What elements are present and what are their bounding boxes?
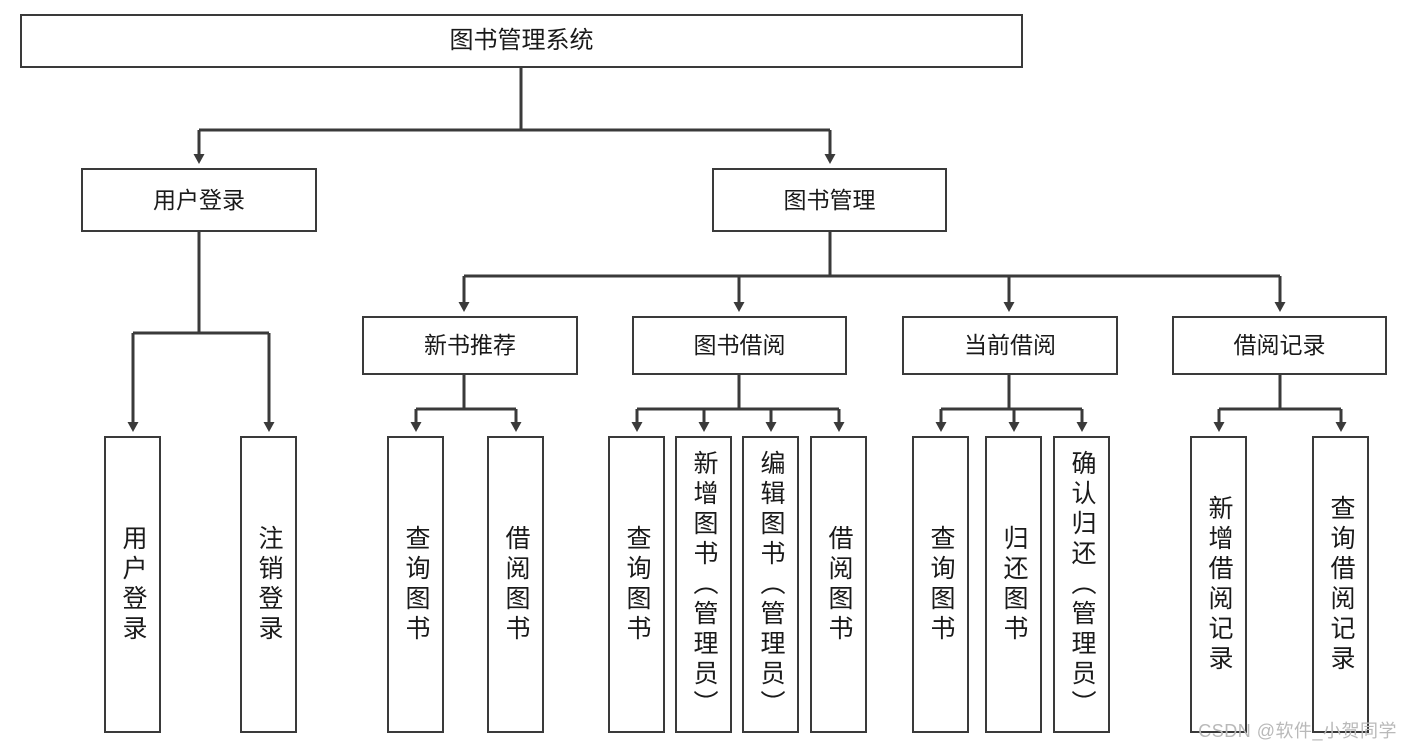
node-book-borrow-label: 图书借阅 <box>693 332 786 359</box>
node-user-login-label: 用户登录 <box>153 186 245 213</box>
node-leaf-rec-add-label: 新增借阅记录 <box>1205 494 1233 675</box>
node-current-borrow-label: 当前借阅 <box>964 332 1056 359</box>
node-leaf-borrow-lend[interactable]: 借阅图书 <box>810 436 867 733</box>
node-leaf-cur-return-label: 归还图书 <box>1000 524 1028 645</box>
node-leaf-borrow-lend-label: 借阅图书 <box>825 524 853 645</box>
node-leaf-borrow-add[interactable]: 新增图书（管理员） <box>675 436 732 733</box>
node-root-label: 图书管理系统 <box>449 27 594 55</box>
node-leaf-borrow-query[interactable]: 查询图书 <box>608 436 665 733</box>
node-leaf-rec-add[interactable]: 新增借阅记录 <box>1190 436 1247 733</box>
node-leaf-rec-borrow-label: 借阅图书 <box>502 524 530 645</box>
node-leaf-borrow-add-label: 新增图书（管理员） <box>690 449 718 720</box>
node-leaf-cur-query[interactable]: 查询图书 <box>912 436 969 733</box>
node-borrow-record[interactable]: 借阅记录 <box>1172 316 1387 375</box>
node-leaf-rec-borrow[interactable]: 借阅图书 <box>487 436 544 733</box>
node-current-borrow[interactable]: 当前借阅 <box>902 316 1118 375</box>
node-leaf-borrow-edit-label: 编辑图书（管理员） <box>757 449 785 720</box>
node-leaf-borrow-edit[interactable]: 编辑图书（管理员） <box>742 436 799 733</box>
node-leaf-cur-confirm-label: 确认归还（管理员） <box>1068 449 1096 720</box>
node-new-book-rec[interactable]: 新书推荐 <box>362 316 578 375</box>
node-book-manage-label: 图书管理 <box>783 186 876 213</box>
node-leaf-rec-query-label: 查询图书 <box>402 524 430 645</box>
node-book-borrow[interactable]: 图书借阅 <box>632 316 847 375</box>
node-book-manage[interactable]: 图书管理 <box>712 168 947 232</box>
node-leaf-borrow-query-label: 查询图书 <box>623 524 651 645</box>
node-leaf-rec-search[interactable]: 查询借阅记录 <box>1312 436 1369 733</box>
node-leaf-cur-query-label: 查询图书 <box>927 524 955 645</box>
node-leaf-rec-search-label: 查询借阅记录 <box>1327 494 1355 675</box>
node-leaf-rec-query[interactable]: 查询图书 <box>387 436 444 733</box>
node-leaf-cur-confirm[interactable]: 确认归还（管理员） <box>1053 436 1110 733</box>
node-leaf-user-login-label: 用户登录 <box>119 524 147 645</box>
node-new-book-rec-label: 新书推荐 <box>424 332 516 359</box>
node-leaf-user-login[interactable]: 用户登录 <box>104 436 161 733</box>
node-borrow-record-label: 借阅记录 <box>1233 332 1326 359</box>
node-root[interactable]: 图书管理系统 <box>20 14 1023 68</box>
node-user-login[interactable]: 用户登录 <box>81 168 317 232</box>
csdn-watermark: CSDN @软件_小贺同学 <box>1198 721 1397 741</box>
node-leaf-cur-return[interactable]: 归还图书 <box>985 436 1042 733</box>
node-leaf-user-logout-label: 注销登录 <box>255 524 283 645</box>
node-leaf-user-logout[interactable]: 注销登录 <box>240 436 297 733</box>
